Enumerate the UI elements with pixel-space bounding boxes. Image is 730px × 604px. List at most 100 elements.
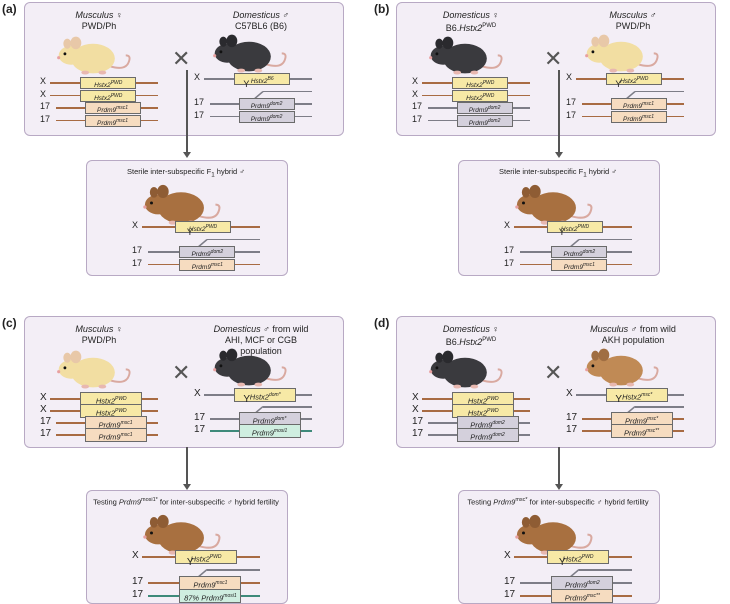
gene-box: Hstx2B6: [234, 73, 291, 85]
cross-symbol: ✕: [172, 360, 191, 385]
chromosome-label: X: [40, 404, 47, 415]
sex-symbol: ♀: [115, 10, 123, 20]
allele-superscript: msc*: [641, 392, 653, 398]
allele-superscript: PWD: [114, 396, 127, 402]
strain-prefix: B6.: [445, 23, 460, 33]
allele-superscript: PWD: [114, 408, 127, 414]
allele-superscript: msc1: [582, 261, 595, 268]
gene-box: Prdm9msc**: [610, 424, 673, 438]
gene-box: Prdm9dom2: [456, 428, 519, 442]
allele-superscript: msc1: [120, 420, 133, 426]
subspecies-name: Musculus: [590, 324, 629, 334]
chromosome-label: 17: [132, 589, 144, 600]
allele-superscript: dom2: [487, 117, 501, 124]
allele-superscript: PWD: [110, 92, 123, 99]
panel-label: (a): [2, 2, 17, 16]
allele-superscript: msc*: [647, 416, 659, 422]
allele-superscript: dom2: [587, 580, 600, 586]
gene-name: 87% Prdm9: [184, 593, 224, 603]
tested-allele: mosi1*: [141, 497, 158, 503]
offspring-title-suffix: hybrid ♂: [586, 167, 617, 176]
sex-symbol: ♂: [649, 10, 657, 20]
chromosome-label: 17: [194, 109, 205, 120]
male-title-line1: Musculus ♂ from wild: [568, 324, 698, 335]
allele-superscript: msc1: [215, 580, 228, 586]
allele-superscript: PWD: [110, 80, 123, 86]
gene-box: Prdm9mosi1: [238, 424, 301, 438]
allele-superscript: PWD: [482, 92, 495, 99]
male-mouse-icon: [585, 34, 659, 73]
chromosome-label: 17: [194, 424, 206, 435]
chromosome-label: 17: [132, 245, 143, 255]
gene-name: Prdm9: [563, 263, 583, 271]
population-line: population: [240, 346, 282, 356]
female-mouse-icon: [429, 350, 503, 389]
allele-superscript: dom2: [492, 420, 505, 426]
gene-name: Hstx2: [250, 78, 268, 85]
strain-allele: PWD: [482, 23, 497, 29]
chromosome-label: X: [566, 72, 573, 82]
offspring-title-prefix: Sterile inter-subspecific F: [127, 167, 212, 176]
chromosome-label: 17: [40, 113, 51, 124]
allele-superscript: msc1: [210, 261, 223, 268]
gene-name: Prdm9: [96, 119, 117, 127]
gene-box: Prdm9msc1: [610, 98, 667, 110]
gene-box: Hstx2PWD: [80, 77, 137, 89]
y-chromosome-label: Y: [558, 557, 566, 568]
gene-box: Hstx2msc*: [606, 388, 669, 402]
offspring-title-suffix: for inter-subspecific ♂ hybrid fertility: [157, 497, 279, 507]
chromosome-label: X: [132, 550, 139, 561]
gene-box: Prdm9msc1: [84, 114, 141, 127]
arrow-head-icon: [182, 484, 191, 490]
chromosome-label: X: [40, 392, 47, 403]
chromosome-label: 17: [412, 416, 424, 427]
allele-superscript: PWD: [486, 396, 499, 402]
panel-label: (d): [374, 316, 390, 330]
strain-gene: Hstx2: [459, 23, 483, 33]
gene-name: Prdm9: [623, 428, 647, 438]
chromosome-label: 17: [412, 113, 423, 124]
female-title: Musculus ♀PWD/Ph: [44, 10, 154, 32]
allele-superscript: dom2: [269, 101, 283, 107]
gene-name: Hstx2: [467, 396, 487, 406]
y-chromosome-label: Y: [243, 78, 250, 89]
gene-box: Prdm9msc1: [84, 428, 147, 442]
sex-symbol: ♀: [492, 324, 500, 334]
y-chromosome-line: [206, 238, 260, 240]
cross-arrow: [558, 447, 560, 484]
chromosome-label: X: [132, 220, 139, 230]
gene-name: Hstx2: [467, 408, 487, 418]
offspring-title-prefix: Testing: [467, 497, 494, 507]
chromosome-label: X: [40, 76, 47, 86]
subspecies-name: Domesticus: [442, 10, 490, 20]
gene-name: Prdm9: [191, 263, 211, 271]
arrow-head-icon: [554, 152, 563, 158]
tested-allele: msc*: [515, 497, 528, 503]
subspecies-name: Domesticus: [442, 324, 490, 334]
chromosome-label: X: [566, 388, 573, 399]
male-mouse-icon: [213, 348, 287, 387]
chromosome-label: X: [412, 392, 419, 403]
gene-box: Hstx2PWD: [175, 550, 238, 564]
gene-name: Hstx2: [94, 82, 111, 89]
chromosome-label: 17: [40, 416, 52, 427]
filial-subscript: 1: [211, 171, 215, 179]
gene-box: Prdm9msc1: [84, 102, 141, 114]
gene-name: Prdm9: [250, 115, 270, 123]
gene-name: Hstx2: [560, 226, 578, 233]
y-chromosome-line: [635, 406, 684, 408]
gene-box: Prdm9dom2: [238, 110, 295, 123]
gene-box: Hstx2PWD: [452, 404, 515, 418]
gene-box: Hstx2PWD: [606, 73, 663, 85]
y-chromosome-label: Y: [615, 394, 623, 405]
gene-name: Prdm9: [98, 432, 121, 442]
allele-superscript: msc**: [586, 593, 600, 599]
offspring-title-prefix: Testing: [93, 497, 119, 507]
sex-symbol: ♂: [282, 10, 290, 20]
gene-box: Prdm9dom2: [179, 246, 236, 258]
chromosome-label: 17: [412, 101, 423, 111]
allele-superscript: dom2: [210, 249, 224, 255]
gene-name: Prdm9: [470, 420, 493, 430]
gene-box: Hstx2PWD: [80, 89, 137, 102]
allele-superscript: PWD: [209, 554, 222, 560]
